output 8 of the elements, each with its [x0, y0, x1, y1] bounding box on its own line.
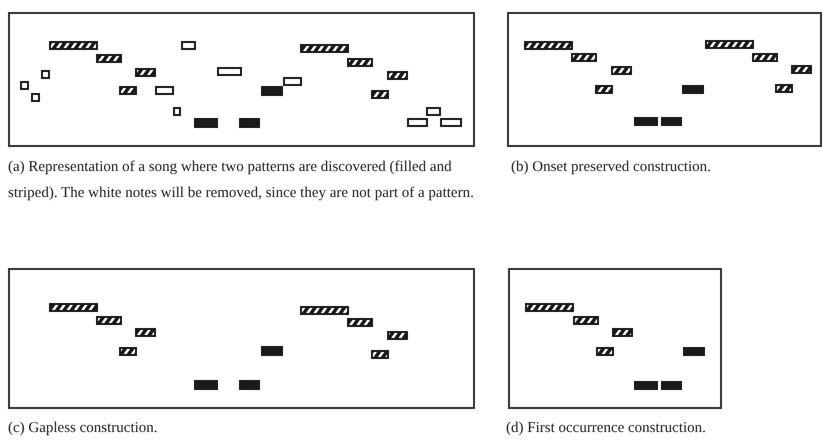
- panel-frame: [508, 268, 722, 409]
- panel-caption: (a) Representation of a song where two patterns are discovered (filled and striped). The white notes will be removed, since they are not part of a pattern.: [8, 158, 475, 203]
- panel-caption: (b) Onset preserved construction.: [511, 158, 712, 177]
- panel-frame: [507, 12, 822, 147]
- panel-frame: [8, 12, 475, 147]
- panel-caption: (c) Gapless construction.: [8, 419, 159, 438]
- panel-frame: [8, 268, 475, 409]
- panel-caption: (d) First occurrence construction.: [506, 419, 707, 438]
